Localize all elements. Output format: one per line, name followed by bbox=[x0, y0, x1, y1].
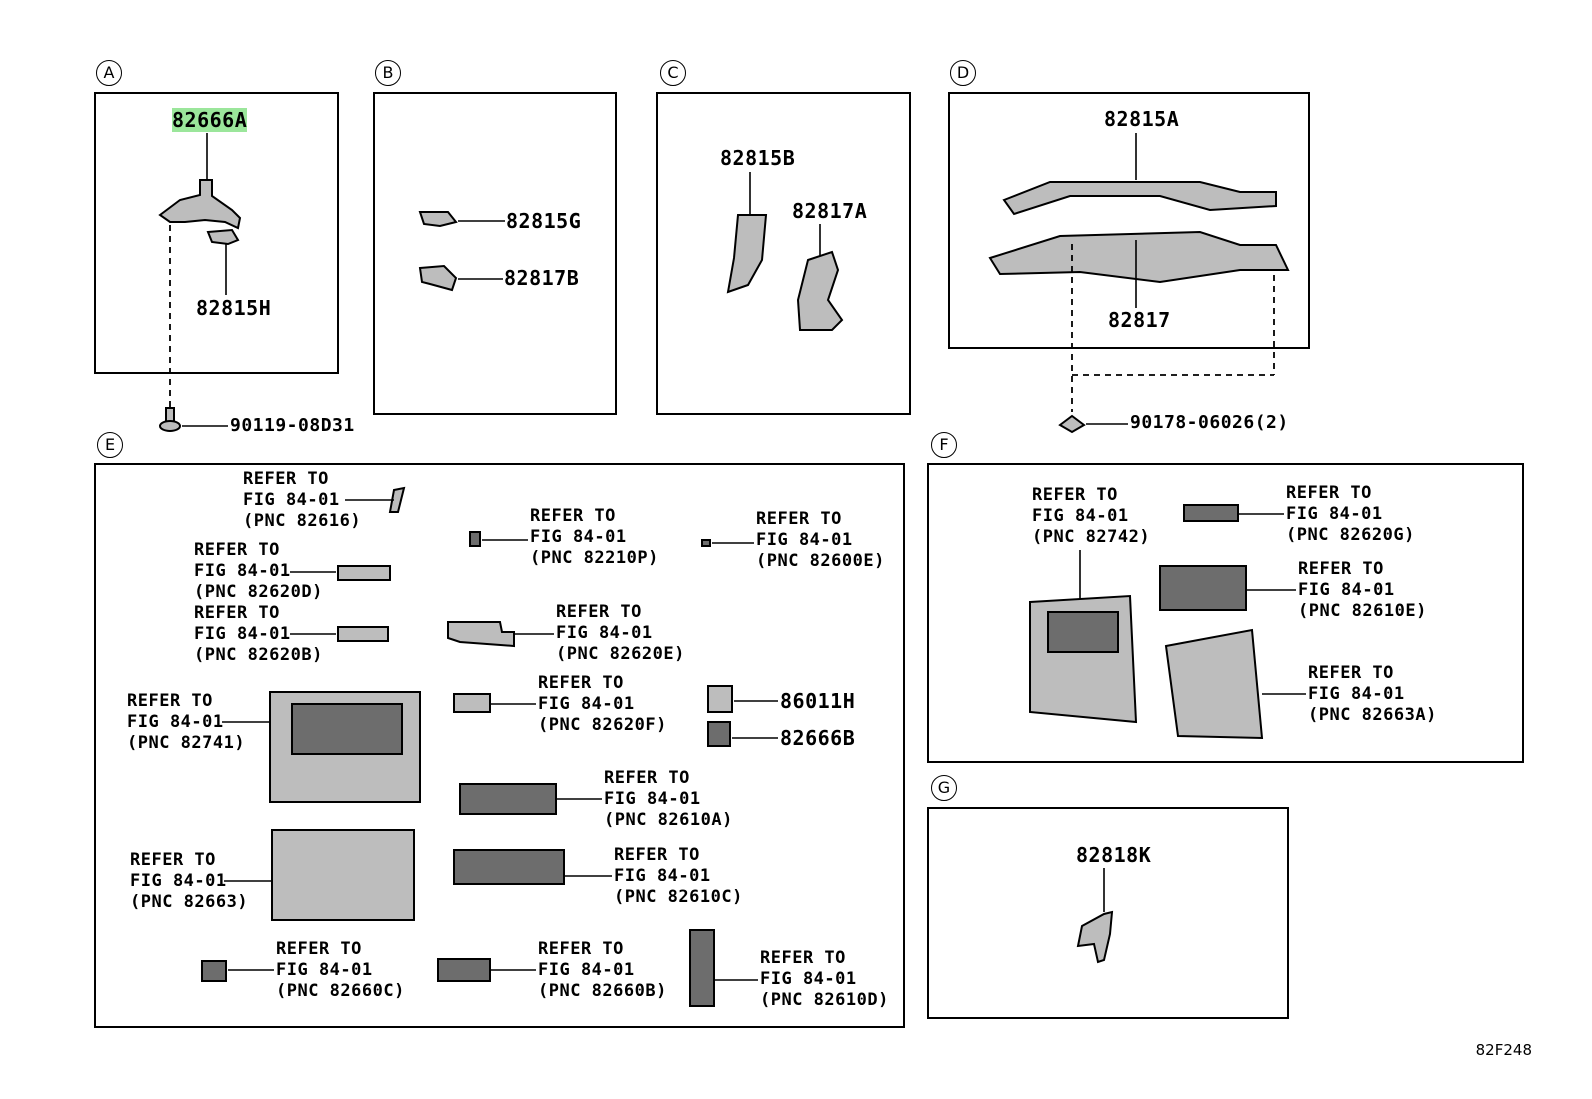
ref-82663-drawing bbox=[224, 829, 415, 921]
part-82666b-drawing bbox=[707, 721, 778, 747]
part-number-82817[interactable]: 82817 bbox=[1108, 308, 1171, 332]
section-d-marker: D bbox=[950, 60, 976, 86]
ref-82210p-drawing bbox=[469, 531, 528, 547]
part-82817b-drawing bbox=[418, 264, 503, 292]
part-number-82817a[interactable]: 82817A bbox=[792, 199, 868, 223]
part-number-82815a[interactable]: 82815A bbox=[1104, 107, 1180, 131]
ref-82663a-drawing bbox=[1164, 628, 1306, 740]
ref-82620d-drawing bbox=[290, 565, 391, 581]
ref-82610a-drawing bbox=[459, 783, 602, 815]
section-e-frame bbox=[94, 463, 905, 1028]
clip-90178-drawing bbox=[1058, 414, 1128, 434]
ref-82620g-drawing bbox=[1183, 504, 1284, 522]
part-82815b-drawing bbox=[726, 172, 768, 294]
part-number-82818k[interactable]: 82818K bbox=[1076, 843, 1152, 867]
ref-82610c-drawing bbox=[453, 849, 612, 885]
part-86011h-drawing bbox=[707, 685, 778, 713]
part-82815h-drawing bbox=[206, 228, 240, 295]
section-b-marker: B bbox=[375, 60, 401, 86]
section-d-frame bbox=[948, 92, 1310, 349]
section-a-frame bbox=[94, 92, 339, 374]
part-82818k-drawing bbox=[1076, 868, 1114, 964]
ref-82620e-drawing bbox=[447, 621, 554, 648]
section-g-frame bbox=[927, 807, 1289, 1019]
ref-82610d-drawing bbox=[689, 929, 758, 1007]
ref-82620f-drawing bbox=[453, 693, 536, 713]
part-number-82666a[interactable]: 82666A bbox=[172, 108, 248, 132]
part-82817a-drawing bbox=[796, 224, 844, 331]
part-number-82815b[interactable]: 82815B bbox=[720, 146, 796, 170]
part-82666a-drawing bbox=[158, 133, 242, 230]
ref-82660c-drawing bbox=[201, 960, 274, 982]
section-f-marker: F bbox=[931, 432, 957, 458]
section-e-marker: E bbox=[97, 432, 123, 458]
ref-82742-drawing bbox=[1029, 550, 1138, 724]
part-number-90119-08d31[interactable]: 90119-08D31 bbox=[230, 415, 355, 436]
part-82817-drawing bbox=[988, 230, 1290, 308]
part-number-82815g[interactable]: 82815G bbox=[506, 209, 582, 233]
section-f-frame bbox=[927, 463, 1524, 763]
section-c-marker: C bbox=[660, 60, 686, 86]
ref-82600e-drawing bbox=[701, 539, 754, 547]
ref-82741-drawing bbox=[222, 691, 421, 803]
section-c-frame bbox=[656, 92, 911, 415]
part-number-86011h[interactable]: 86011H bbox=[780, 689, 856, 713]
ref-82660b-drawing bbox=[437, 958, 536, 982]
ref-82610e-drawing bbox=[1159, 565, 1296, 611]
ref-82620b-drawing bbox=[290, 626, 389, 642]
section-a-marker: A bbox=[96, 60, 122, 86]
part-number-90178-06026[interactable]: 90178-06026(2) bbox=[1130, 412, 1289, 433]
section-g-marker: G bbox=[931, 775, 957, 801]
part-number-82666b[interactable]: 82666B bbox=[780, 726, 856, 750]
part-number-82815h[interactable]: 82815H bbox=[196, 296, 272, 320]
section-b-frame bbox=[373, 92, 617, 415]
part-82815g-drawing bbox=[418, 211, 505, 228]
part-82815a-drawing bbox=[1002, 133, 1277, 216]
ref-82616-drawing bbox=[345, 486, 406, 513]
part-number-82817b[interactable]: 82817B bbox=[504, 266, 580, 290]
bolt-90119-drawing bbox=[159, 407, 228, 432]
figure-code: 82F248 bbox=[1475, 1041, 1532, 1059]
